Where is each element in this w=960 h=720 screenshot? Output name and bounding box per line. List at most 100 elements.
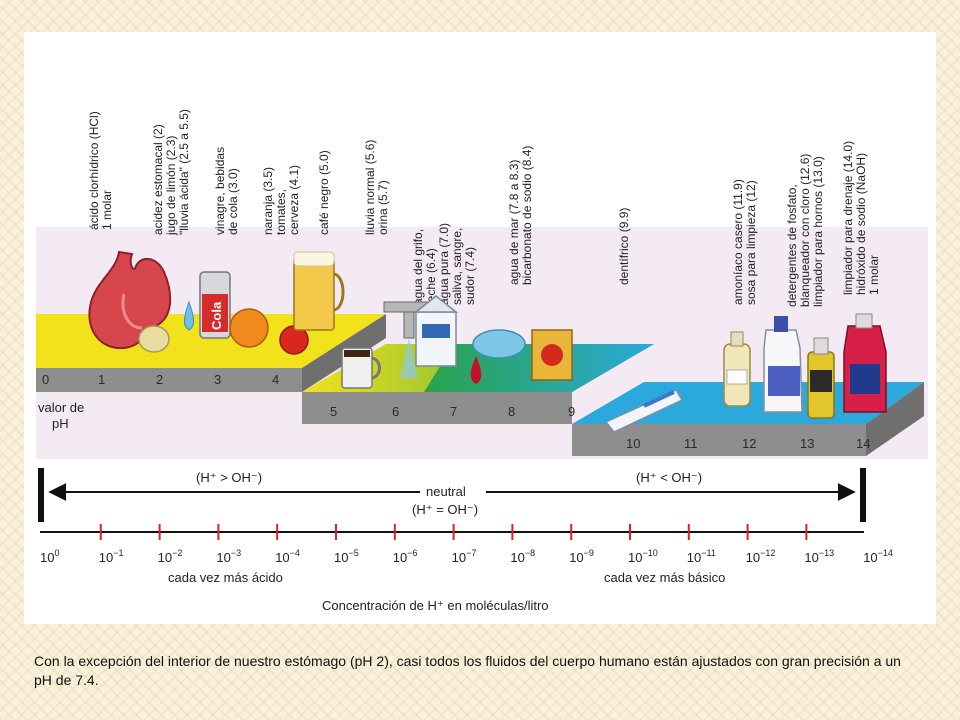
substance-label-10-line-1: blanqueador con cloro (12.6) [798,154,812,307]
drain-cleaner-bottle-illustration [843,313,887,413]
concentration-tick-label-14: 10−14 [863,548,893,565]
substance-label-11-line-0: limpiador para drenaje (14.0) [841,141,855,295]
concentration-tick-label-13: 10−13 [804,548,834,565]
milk-carton-illustration [413,295,459,367]
substance-label-5-line-0: lluvia normal (5.6) [363,140,377,235]
substance-label-11-line-2: 1 molar [867,255,881,295]
tick-base-6: 10 [393,550,407,565]
substance-label-10-line-2: limpiador para hornos (13.0) [811,156,825,307]
substance-label-1-line-1: jugo de limón (2.3) [164,136,178,236]
slide-caption: Con la excepción del interior de nuestro… [34,653,901,688]
tick-base-4: 10 [275,550,289,565]
ph-number-0: 0 [42,372,49,387]
concentration-tick-label-8: 10−8 [510,548,535,565]
base-relation-label: (H⁺ < OH⁻) [636,470,702,485]
base-direction-label: cada vez más básico [604,570,725,585]
tick-exponent-4: −4 [290,548,300,558]
concentration-tick-label-3: 10−3 [216,548,241,565]
left-border-ornament [0,0,26,720]
substance-label-6-line-4: sudor (7.4) [463,247,477,305]
ph-axis-label-line1: valor de [38,400,84,415]
acid-direction-label: cada vez más ácido [168,570,283,585]
tick-exponent-6: −6 [407,548,417,558]
substance-label-6-line-1: leche (6.4) [424,248,438,305]
ph-axis-label: valor de pH [38,400,88,431]
base-platform-side [572,424,866,456]
cola-can-text: Cola [209,301,224,330]
tick-base-10: 10 [628,550,642,565]
tick-exponent-10: −10 [642,548,657,558]
product-illustrations: Cola [88,250,887,433]
concentration-axis-title: Concentración de H⁺ en moléculas/litro [322,598,549,613]
ph-number-4: 4 [272,372,279,387]
tick-exponent-7: −7 [466,548,476,558]
substance-label-0-line-1: 1 molar [100,190,114,230]
ph-number-7: 7 [450,404,457,419]
neutral-platform-side [302,392,572,424]
coffee-cup-illustration [341,347,381,389]
stomach-illustration [88,250,172,350]
ph-axis-label-line2: pH [52,416,69,431]
ph-number-12: 12 [742,436,756,451]
tick-exponent-0: 0 [54,548,59,558]
tick-exponent-14: −14 [878,548,893,558]
baking-soda-box-illustration [531,329,573,381]
concentration-tick-label-11: 10−11 [687,548,716,565]
ph-number-1: 1 [98,372,105,387]
right-border-ornament [934,0,960,720]
beer-glass-illustration [293,251,345,331]
concentration-tick-label-10: 10−10 [628,548,658,565]
ph-number-8: 8 [508,404,515,419]
ph-number-9: 9 [568,404,575,419]
tick-base-12: 10 [746,550,760,565]
toothpaste-illustration [604,389,684,433]
neutral-relation-label: (H⁺ = OH⁻) [412,502,478,517]
bleach-bottle-illustration [763,316,803,413]
tick-base-5: 10 [334,550,348,565]
substance-label-9-line-0: amoníaco casero (11.9) [731,179,745,305]
right-end-bar [860,468,866,522]
rain-drop-illustration [184,300,194,331]
ph-number-10: 10 [626,436,640,451]
ph-number-3: 3 [214,372,221,387]
blood-drop-illustration [470,356,482,384]
concentration-tick-label-12: 10−12 [746,548,776,565]
concentration-tick-label-5: 10−5 [334,548,359,565]
ph-number-6: 6 [392,404,399,419]
neutral-label: neutral [426,484,466,499]
tick-base-1: 10 [99,550,113,565]
substance-label-4-line-0: café negro (5.0) [317,150,331,235]
substance-label-11-line-1: hidróxido de sodio (NaOH) [854,153,868,295]
faucet-illustration [383,301,429,378]
substance-label-5-line-1: orina (5.7) [376,180,390,235]
ph-number-11: 11 [684,436,698,451]
tick-exponent-12: −12 [760,548,775,558]
tick-exponent-5: −5 [348,548,358,558]
tick-base-14: 10 [863,550,877,565]
concentration-tick-label-4: 10−4 [275,548,300,565]
tick-exponent-2: −2 [172,548,182,558]
concentration-tick-label-6: 10−6 [393,548,418,565]
ph-number-14: 14 [856,436,870,451]
substance-label-9-line-1: sosa para limpieza (12) [744,180,758,305]
ph-number-2: 2 [156,372,163,387]
left-end-bar [38,468,44,522]
tick-exponent-8: −8 [525,548,535,558]
concentration-tick-label-7: 10−7 [452,548,477,565]
acid-relation-label: (H⁺ > OH⁻) [196,470,262,485]
substance-label-1-line-0: acidez estomacal (2) [151,124,165,235]
tick-base-9: 10 [569,550,583,565]
ammonia-bottle-illustration [723,331,751,407]
substance-label-2-line-0: vinagre, bebidas [213,147,227,235]
tick-base-3: 10 [216,550,230,565]
neutral-label-bg [420,482,486,500]
concentration-tick-label-0: 100 [40,548,59,565]
substance-label-7-line-1: bicarbonato de sodio (8.4) [520,146,534,285]
tick-base-7: 10 [452,550,466,565]
lemon-illustration [138,325,170,353]
concentration-tick-label-9: 10−9 [569,548,594,565]
tick-base-11: 10 [687,550,701,565]
